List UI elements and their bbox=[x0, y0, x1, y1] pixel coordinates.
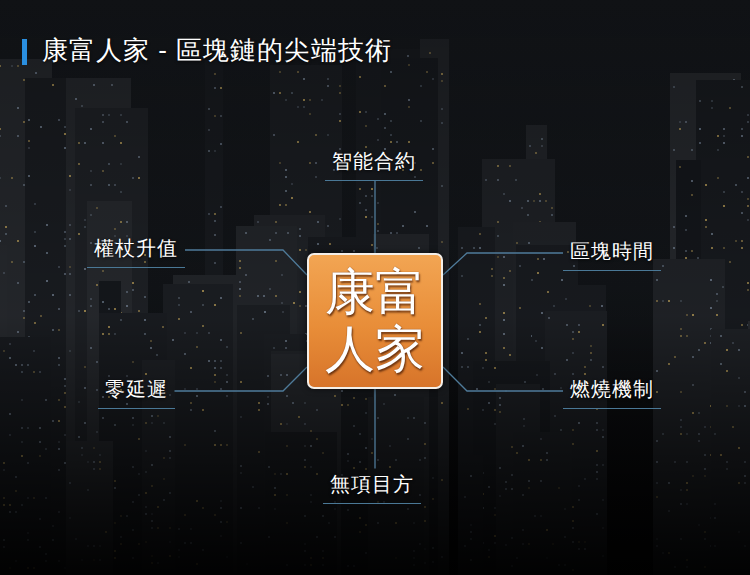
diagram-stage: 康富人家 - 區塊鏈的尖端技術智能合約權杖升值區塊時間康富人家零延遲燃燒機制無項… bbox=[0, 0, 750, 575]
sky-ground bbox=[0, 0, 750, 575]
